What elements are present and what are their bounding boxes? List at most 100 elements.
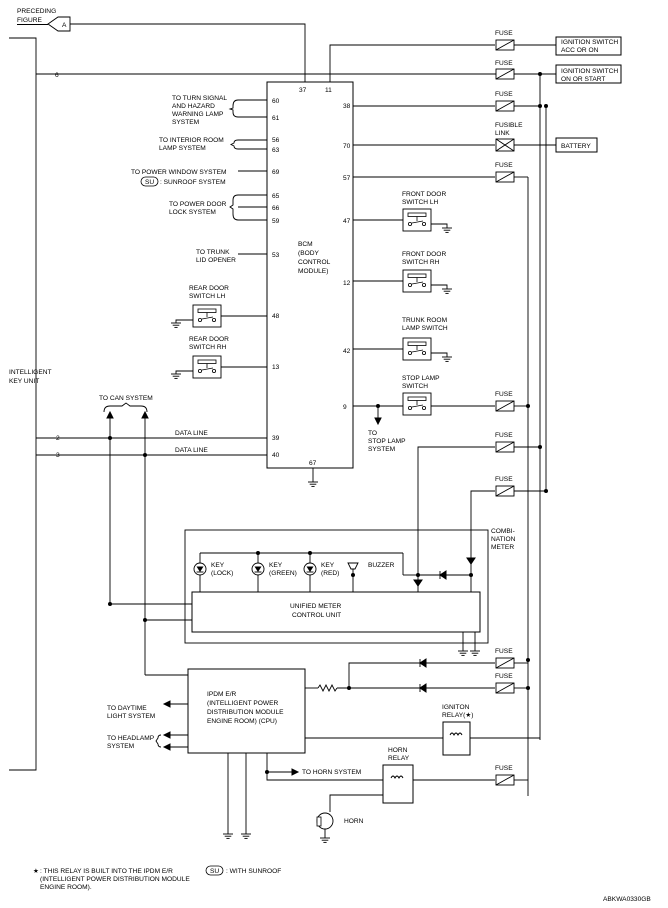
- svg-text:FUSE: FUSE: [495, 60, 513, 67]
- svg-text:FUSIBLE: FUSIBLE: [495, 122, 523, 129]
- svg-text:60: 60: [272, 98, 280, 105]
- svg-text:AND HAZARD: AND HAZARD: [172, 103, 215, 110]
- svg-text:SWITCH LH: SWITCH LH: [189, 293, 226, 300]
- svg-text:LINK: LINK: [495, 130, 510, 137]
- svg-text:42: 42: [343, 348, 351, 355]
- svg-text:NATION: NATION: [491, 536, 516, 543]
- bcm-pin-numbers: 37 11 60 61 56 63 69 65 66 59 53 48 13 3…: [272, 87, 351, 467]
- bcm-label-3: CONTROL: [298, 259, 331, 266]
- svg-text:FUSE: FUSE: [495, 673, 513, 680]
- svg-text:LOCK SYSTEM: LOCK SYSTEM: [169, 209, 216, 216]
- svg-text:66: 66: [272, 205, 280, 212]
- svg-text:FUSE: FUSE: [495, 91, 513, 98]
- svg-text:40: 40: [272, 452, 280, 459]
- svg-text:ACC OR ON: ACC OR ON: [561, 47, 599, 54]
- svg-text:65: 65: [272, 193, 280, 200]
- iku-pin-3: 3: [56, 452, 60, 459]
- svg-text:SU: SU: [210, 868, 219, 875]
- svg-text:FUSE: FUSE: [495, 648, 513, 655]
- svg-text:12: 12: [343, 280, 351, 287]
- svg-text:ENGINE ROOM) (CPU): ENGINE ROOM) (CPU): [207, 718, 277, 725]
- bcm-label-4: MODULE): [298, 268, 328, 275]
- svg-text:FUSE: FUSE: [495, 476, 513, 483]
- svg-text:LAMP SYSTEM: LAMP SYSTEM: [159, 145, 206, 152]
- svg-text:FRONT DOOR: FRONT DOOR: [402, 251, 446, 258]
- svg-text:FUSE: FUSE: [495, 30, 513, 37]
- svg-text:: WITH SUNROOF: : WITH SUNROOF: [226, 868, 281, 875]
- svg-text:70: 70: [343, 143, 351, 150]
- intelligent-key-unit: INTELLIGENT KEY UNIT 6 2 3: [9, 37, 60, 771]
- svg-text:SWITCH: SWITCH: [402, 383, 428, 390]
- bcm-label-2: (BODY: [298, 250, 319, 257]
- svg-text:SWITCH LH: SWITCH LH: [402, 199, 439, 206]
- preceding-label: PRECEDING: [17, 8, 56, 15]
- marker-letter: A: [62, 22, 67, 29]
- svg-text:SYSTEM: SYSTEM: [172, 119, 199, 126]
- svg-text:METER: METER: [491, 544, 514, 551]
- svg-text:TO TRUNK: TO TRUNK: [196, 249, 230, 256]
- svg-text:11: 11: [325, 87, 332, 94]
- bcm-box: [266, 81, 354, 469]
- preceding-label-2: FIGURE: [17, 17, 43, 24]
- svg-text:(LOCK): (LOCK): [211, 570, 233, 577]
- svg-text:TRUNK ROOM: TRUNK ROOM: [402, 317, 447, 324]
- svg-text:IPDM E/R: IPDM E/R: [207, 691, 237, 698]
- svg-text:(INTELLIGENT POWER: (INTELLIGENT POWER: [207, 700, 279, 707]
- svg-text:REAR DOOR: REAR DOOR: [189, 285, 229, 292]
- svg-text:★: ★: [33, 867, 39, 875]
- power-supply-section: FUSE IGNITION SWITCH ACC OR ON FUSE IGNI…: [329, 30, 622, 796]
- svg-text:37: 37: [299, 87, 307, 94]
- svg-text:TO: TO: [368, 430, 377, 437]
- svg-text:KEY: KEY: [211, 562, 225, 569]
- footer-notes: ★ : THIS RELAY IS BUILT INTO THE IPDM E/…: [33, 865, 651, 903]
- svg-text:TO POWER WINDOW SYSTEM: TO POWER WINDOW SYSTEM: [131, 169, 227, 176]
- svg-text:IGNITION SWITCH: IGNITION SWITCH: [561, 39, 618, 46]
- svg-text:: SUNROOF SYSTEM: : SUNROOF SYSTEM: [160, 179, 226, 186]
- ignition-switch-on-box: [555, 64, 622, 84]
- svg-text:(INTELLIGENT POWER DISTRIBUTIO: (INTELLIGENT POWER DISTRIBUTION MODULE: [40, 876, 190, 883]
- svg-text:9: 9: [343, 404, 347, 411]
- svg-text:REAR DOOR: REAR DOOR: [189, 336, 229, 343]
- svg-text:39: 39: [272, 435, 280, 442]
- svg-text:47: 47: [343, 218, 351, 225]
- svg-text:TO HORN SYSTEM: TO HORN SYSTEM: [302, 769, 361, 776]
- ignition-switch-acc-box: [555, 36, 622, 56]
- svg-text:69: 69: [272, 169, 280, 176]
- svg-text:TO INTERIOR ROOM: TO INTERIOR ROOM: [159, 137, 224, 144]
- svg-text:CONTROL UNIT: CONTROL UNIT: [292, 612, 341, 619]
- svg-text:67: 67: [309, 460, 317, 467]
- svg-text:SWITCH RH: SWITCH RH: [189, 344, 227, 351]
- bcm-left-connections: TO TURN SIGNAL AND HAZARD WARNING LAMP S…: [36, 73, 556, 676]
- svg-text:61: 61: [272, 115, 280, 122]
- svg-text:BUZZER: BUZZER: [368, 562, 395, 569]
- svg-text:56: 56: [272, 137, 280, 144]
- svg-text:TO DAYTIME: TO DAYTIME: [107, 705, 147, 712]
- svg-text:SWITCH RH: SWITCH RH: [402, 259, 440, 266]
- svg-text:KEY: KEY: [321, 562, 335, 569]
- horn-relay: [382, 764, 414, 804]
- svg-text:59: 59: [272, 218, 280, 225]
- svg-text:RELAY(★): RELAY(★): [442, 711, 473, 719]
- svg-text:SYSTEM: SYSTEM: [107, 743, 134, 750]
- svg-text:FUSE: FUSE: [495, 432, 513, 439]
- svg-text:57: 57: [343, 175, 351, 182]
- figure-code: ABKWA0330GB: [603, 896, 651, 903]
- iku-pin-6: 6: [55, 72, 59, 79]
- svg-text:DATA LINE: DATA LINE: [175, 447, 208, 454]
- iku-label: INTELLIGENT: [9, 369, 52, 376]
- svg-text:DATA LINE: DATA LINE: [175, 430, 208, 437]
- svg-text:KEY: KEY: [269, 562, 283, 569]
- svg-text:TO HEADLAMP: TO HEADLAMP: [107, 735, 155, 742]
- svg-text:ON OR START: ON OR START: [561, 76, 605, 83]
- iku-pin-2: 2: [56, 435, 60, 442]
- svg-text:48: 48: [272, 313, 280, 320]
- svg-text:(GREEN): (GREEN): [269, 570, 297, 577]
- svg-text:STOP LAMP: STOP LAMP: [402, 375, 440, 382]
- preceding-figure-marker: PRECEDING FIGURE A: [17, 8, 306, 82]
- svg-text:DISTRIBUTION MODULE: DISTRIBUTION MODULE: [207, 709, 284, 716]
- svg-text:LID OPENER: LID OPENER: [196, 257, 236, 264]
- svg-text:LAMP SWITCH: LAMP SWITCH: [402, 325, 448, 332]
- iku-label-2: KEY UNIT: [9, 378, 39, 385]
- svg-text:FUSE: FUSE: [495, 162, 513, 169]
- svg-text:BATTERY: BATTERY: [561, 143, 591, 150]
